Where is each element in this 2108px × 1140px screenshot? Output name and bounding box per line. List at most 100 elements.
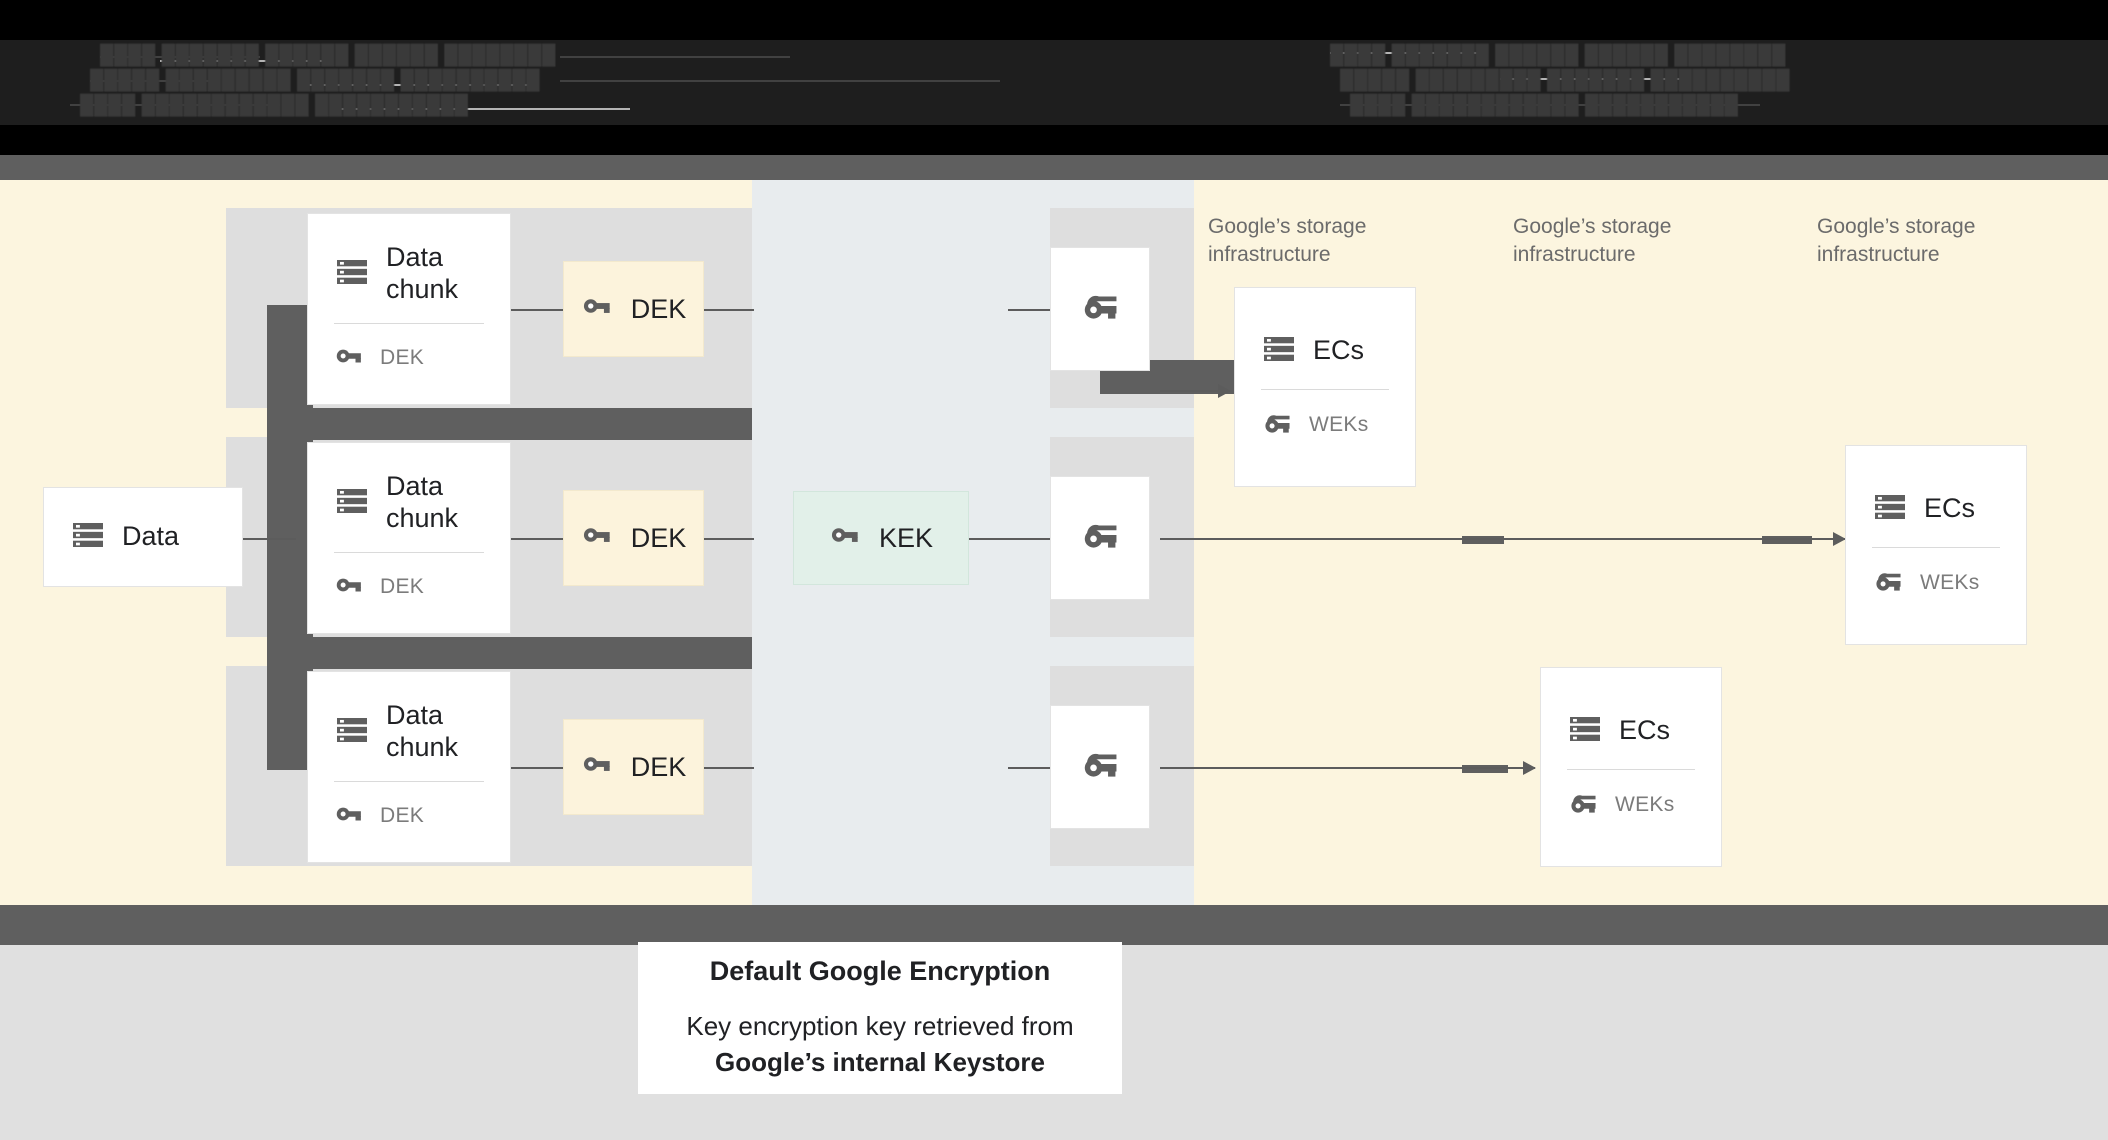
header-text-line-5: █████ █████████ ███████ ██████████ [1340,70,1791,91]
card-header: ECs [1541,711,1721,752]
card-divider [1567,768,1695,770]
card-header: Data chunk [308,242,510,306]
key-icon [581,748,613,787]
server-icon [70,517,106,558]
connector-source-to-tree [226,538,296,540]
key-icon [334,570,364,605]
key-icon [334,341,364,376]
box-wrapped-key-3[interactable] [1050,705,1150,829]
key-icon [581,290,613,329]
box-dek-3[interactable]: DEK [563,719,704,815]
caption-card: Default Google Encryption Key encryption… [638,942,1122,1094]
header-band-corner [0,125,255,155]
occlusion-bar-vertical [267,305,313,770]
caption-heading: Default Google Encryption [709,955,1051,986]
header-band-inner [0,40,2108,125]
header-text-line-1: ████ ███████ ██████ ██████ ████████ [100,45,556,66]
card-title: ECs [1313,335,1365,366]
card-key-label: WEKs [1309,413,1369,436]
header-hairline [560,56,790,58]
card-data-chunk-1[interactable]: Data chunk DEK [307,213,511,405]
box-label: DEK [630,751,687,782]
card-divider [334,551,484,553]
header-hairline [1330,52,1480,54]
card-divider [1261,388,1389,390]
connector-wek2-left [1008,538,1050,540]
arrow-to-ecs-2 [1160,532,1846,546]
card-header: Data chunk [308,471,510,535]
header-hairline [90,80,210,82]
connector-kek-to-wek [968,538,1010,540]
storage-label-1: Google’s storage infrastructure [1208,215,1367,266]
card-data-source[interactable]: Data [43,487,243,587]
card-ecs-3[interactable]: ECs WEKs [1540,667,1722,867]
card-ecs-1[interactable]: ECs WEKs [1234,287,1416,487]
connector-wek3-left [1008,767,1050,769]
connector-dek3-right [704,767,754,769]
arrow-to-ecs-3 [1160,761,1536,775]
connector-chunk2-dek [511,538,563,540]
box-label: KEK [878,522,934,553]
header-hairline [300,84,530,86]
connector-chunk1-dek [511,309,563,311]
card-title: Data [122,521,180,552]
occlusion-tick-mid-2 [1762,536,1812,544]
band-divider-top [0,155,2108,180]
card-title: Data chunk [386,471,459,533]
key-icon [581,519,613,558]
card-title: ECs [1924,493,1976,524]
card-divider [334,322,484,324]
occlusion-bar-row-1 [267,408,752,440]
card-data-chunk-3[interactable]: Data chunk DEK [307,671,511,863]
header-text-line-2: █████ █████████ ███████ ██████████ [90,70,541,91]
card-key-label: WEKs [1615,793,1675,816]
header-hairline [330,108,630,110]
server-icon [334,483,370,524]
occlusion-tick-mid-1 [1462,536,1504,544]
header-text-line-6: ████ ████████████ ███████████ [1350,95,1739,116]
box-label: DEK [630,522,687,553]
header-text-line-3: ████ ████████████ ███████████ [80,95,469,116]
wrapped-key-icon [1872,565,1904,602]
obscured-header-band: ████ ███████ ██████ ██████ ████████ ████… [0,0,2108,155]
caption-body-line-2: Google’s internal Keystore [715,1046,1045,1077]
box-wrapped-key-1[interactable] [1050,247,1150,371]
wrapped-key-icon [1079,743,1121,792]
card-key-label: WEKs [1920,571,1980,594]
card-title: Data chunk [386,242,459,304]
key-icon [829,519,861,558]
header-hairline [100,56,260,58]
header-hairline [70,104,280,106]
occlusion-bar-row-2 [267,637,752,669]
card-title: ECs [1619,715,1671,746]
storage-label-3: Google’s storage infrastructure [1817,215,1976,266]
card-key-row: DEK [308,570,510,605]
card-header: ECs [1846,489,2026,530]
card-key-row: DEK [308,799,510,834]
card-key-label: DEK [380,575,425,599]
caption-body-line-1: Key encryption key retrieved from [686,1010,1074,1041]
card-key-row: WEKs [1235,407,1415,444]
card-ecs-2[interactable]: ECs WEKs [1845,445,2027,645]
card-header: Data chunk [308,700,510,764]
box-dek-1[interactable]: DEK [563,261,704,357]
occlusion-tick-bot-1 [1462,765,1508,773]
storage-label-2: Google’s storage infrastructure [1513,215,1672,266]
box-kek[interactable]: KEK [793,491,969,585]
box-dek-2[interactable]: DEK [563,490,704,586]
caption-body: Key encryption key retrieved from Google… [686,1009,1073,1081]
box-wrapped-key-2[interactable] [1050,476,1150,600]
connector-chunk3-dek [511,767,563,769]
header-hairline [560,80,1000,82]
wrapped-key-icon [1079,514,1121,563]
wrapped-key-icon [1567,787,1599,824]
card-key-row: WEKs [1846,565,2026,602]
card-data-chunk-2[interactable]: Data chunk DEK [307,442,511,634]
card-key-row: DEK [308,341,510,376]
server-icon [1567,711,1603,752]
server-icon [1261,331,1297,372]
card-header: ECs [1235,331,1415,372]
wrapped-key-icon [1079,285,1121,334]
box-label: DEK [630,293,687,324]
